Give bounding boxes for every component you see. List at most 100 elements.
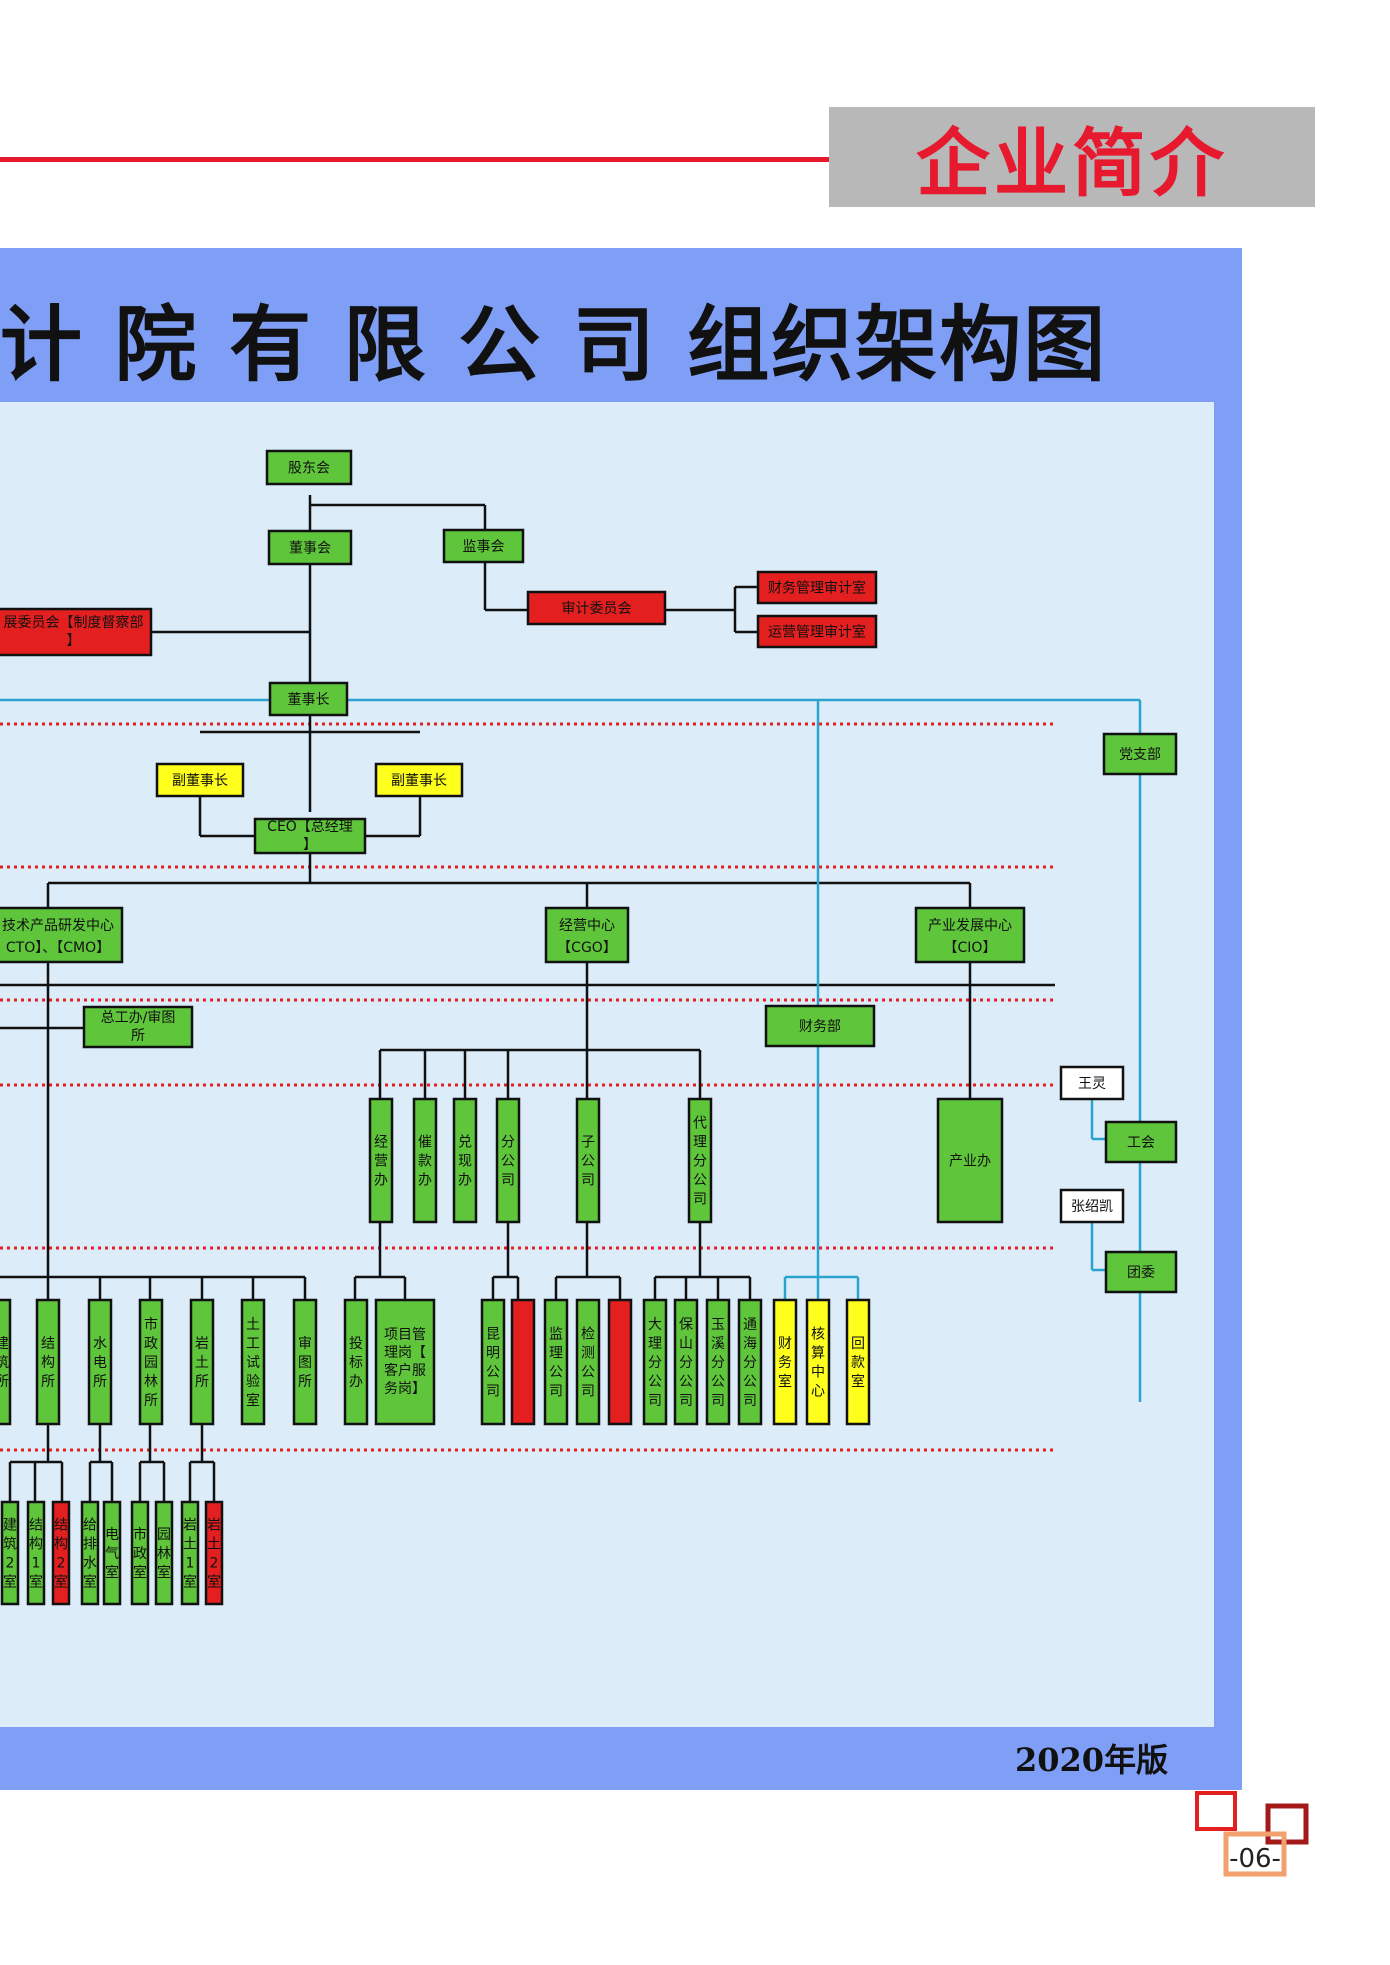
node-label-char: 构 (54, 1536, 68, 1552)
node-label-line: 项目管 (384, 1327, 426, 1343)
node-label-char: 回 (851, 1336, 865, 1352)
header-rule (0, 157, 830, 162)
node-yuanlin: 园林室 (154, 1500, 174, 1606)
node-label-char: 所 (0, 1374, 9, 1390)
node-chanyeban: 产业办 (936, 1097, 1004, 1224)
node-label-char: 构 (41, 1355, 55, 1371)
node-box (292, 1298, 318, 1426)
node-label-char: 明 (486, 1345, 500, 1361)
node-box (845, 1298, 871, 1426)
node-label-char: 气 (105, 1546, 119, 1562)
node-label: 经营中心 (559, 918, 615, 934)
node-label-line: 总工办/审图 (101, 1010, 176, 1026)
node-label-char: 溪 (711, 1336, 725, 1352)
node-shuidiansuo: 水电所 (87, 1298, 113, 1426)
node-label-char: 公 (581, 1153, 595, 1169)
node-tuanwei: 团委 (1104, 1250, 1178, 1294)
node-label-char: 2 (6, 1555, 15, 1571)
node-label-char: 办 (458, 1172, 472, 1188)
node-box (495, 1097, 521, 1224)
node-label-char: 建 (0, 1336, 9, 1352)
node-label-char: 分 (693, 1153, 707, 1169)
node-zhangshaokai: 张绍凯 (1059, 1188, 1125, 1224)
node-box (267, 529, 353, 566)
node-label-char: 所 (298, 1374, 312, 1390)
node-box (265, 449, 353, 486)
node-label-char: 室 (3, 1573, 17, 1590)
node-label-char: 款 (851, 1355, 865, 1371)
node-label-char: 林 (157, 1546, 171, 1562)
section-title: 企业简介 (916, 120, 1228, 207)
node-zonggongban: 总工办/审图所 (82, 1005, 194, 1049)
node-red-box-2 (607, 1298, 633, 1426)
node-label-char: 公 (743, 1374, 757, 1390)
node-dongshihui: 董事会 (267, 529, 353, 566)
node-label: 审计委员会 (562, 601, 632, 617)
node-box (764, 1004, 876, 1048)
node-box (368, 1097, 394, 1224)
node-label-char: 所 (195, 1374, 209, 1390)
node-duixianban: 兑现办 (452, 1097, 478, 1224)
node-red-box-1 (510, 1298, 536, 1426)
node-box (575, 1097, 601, 1224)
node-label-char: 公 (581, 1364, 595, 1380)
node-box (1059, 1188, 1125, 1224)
node-box (914, 906, 1026, 964)
node-box (80, 1500, 100, 1606)
node-box (154, 1500, 174, 1606)
node-box (756, 570, 878, 605)
node-label-char: 司 (581, 1383, 595, 1399)
node-cuikuanban: 催款办 (412, 1097, 438, 1224)
node-shizheng: 市政室 (130, 1500, 150, 1606)
node-label-char: 1 (32, 1555, 41, 1571)
node-box (737, 1298, 763, 1426)
node-box (442, 528, 525, 564)
node-label-char: 保 (679, 1317, 693, 1333)
node-box (805, 1298, 831, 1426)
node-label: 监事会 (463, 539, 505, 555)
node-label-char: 分 (679, 1355, 693, 1371)
node-label-char: 结 (54, 1517, 68, 1533)
node-label-char: 1 (186, 1555, 195, 1571)
node-label-char: 代 (693, 1115, 707, 1131)
node-label-char: 心 (811, 1383, 825, 1399)
node-fengongsi: 分公司 (495, 1097, 521, 1224)
node-label-char: 岩 (183, 1517, 197, 1533)
node-label-char: 土 (207, 1536, 221, 1552)
node-box (543, 1298, 569, 1426)
node-wangling: 王灵 (1059, 1065, 1125, 1101)
node-label-char: 室 (246, 1392, 260, 1409)
edition-label: 2020年版 (1015, 1741, 1169, 1779)
node-box (0, 607, 153, 657)
node-jingying-zhongxin: 经营中心【CGO】 (544, 906, 630, 964)
node-sublabel: 【CGO】 (557, 940, 617, 956)
node-label-char: 园 (144, 1355, 158, 1371)
node-label-char: 室 (133, 1564, 147, 1581)
node-label-char: 土 (246, 1317, 260, 1333)
node-yunying-shenji: 运营管理审计室 (756, 614, 878, 649)
node-dianqi: 电气室 (102, 1500, 122, 1606)
node-label-char: 司 (549, 1383, 563, 1399)
node-label-char: 分 (711, 1355, 725, 1371)
node-label-char: 理 (693, 1134, 707, 1150)
node-box (35, 1298, 61, 1426)
node-caiwu-shenji: 财务管理审计室 (756, 570, 878, 605)
node-label: 产业办 (949, 1154, 991, 1170)
node-label-char: 理 (648, 1336, 662, 1352)
node-label-char: 室 (851, 1373, 865, 1390)
node-label-char: 公 (711, 1374, 725, 1390)
node-label-char: 2 (210, 1555, 219, 1571)
node-label-char: 给 (83, 1517, 97, 1533)
node-label: 张绍凯 (1071, 1199, 1113, 1215)
node-label-char: 试 (246, 1355, 260, 1371)
node-zigongsi: 子公司 (575, 1097, 601, 1224)
node-label: 财务管理审计室 (768, 580, 866, 597)
node-label-char: 室 (29, 1573, 43, 1590)
node-dangzhibu: 党支部 (1102, 732, 1178, 776)
node-label-char: 筑 (3, 1536, 17, 1552)
node-label-char: 公 (648, 1374, 662, 1390)
node-label-char: 办 (349, 1374, 363, 1390)
